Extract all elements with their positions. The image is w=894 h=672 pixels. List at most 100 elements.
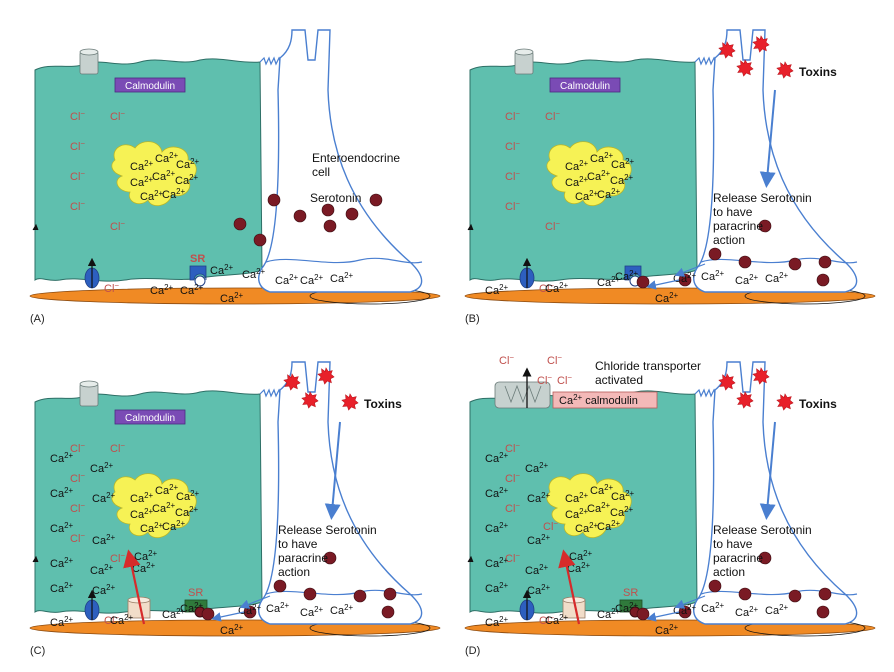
er-calcium-ion: Ca2+ [155,151,178,165]
er-calcium-ion: Ca2+ [597,187,620,201]
serotonin-release-arrow [674,263,706,277]
cytoplasm-chloride-ion: Cl− [70,139,85,153]
release-serotonin-text-line: to have [713,205,753,219]
extracellular-calcium-ion: Ca2+ [266,601,289,615]
serotonin-granule [738,587,752,601]
released-chloride-ion: Cl− [547,353,562,367]
sr-receptor [189,265,207,281]
enteroendocrine-cell-label-line: Enteroendocrine [312,151,400,165]
extracellular-calcium-ion: Ca2+ [50,615,73,629]
extracellular-calcium-ion: Ca2+ [615,269,638,283]
cytoplasm-chloride-ion: Cl− [505,501,520,515]
release-serotonin-text-line: Release Serotonin [278,523,377,537]
cytoplasm-chloride-ion: Cl− [110,109,125,123]
cytoplasm-chloride-ion: Cl− [545,219,560,233]
toxin-signal-arrow [759,89,776,188]
cytosolic-calcium-ion: Ca2+ [527,533,550,547]
release-serotonin-text-line: action [713,233,745,247]
er-calcium-ion: Ca2+ [590,483,613,497]
extracellular-calcium-ion: Ca2+ [765,603,788,617]
enteroendocrine-cell-outline [693,29,858,293]
cell-edge-tuft [467,555,474,563]
endoplasmic-reticulum [546,141,632,207]
er-calcium-ion: Ca2+ [587,501,610,515]
serotonin-granule [267,193,281,207]
chloride-transporter-label-line: Chloride transporter [595,359,701,373]
extracellular-calcium-ion: Ca2+ [545,613,568,627]
serotonin-granule [708,247,722,261]
serotonin-release-arrow [211,611,245,622]
serotonin-granule [321,203,335,217]
chloride-channel-top [79,48,99,56]
extracellular-calcium-ion: Ca2+ [238,603,261,617]
cytoplasm-chloride-ion: Cl− [505,199,520,213]
extracellular-calcium-ion: Ca2+ [735,605,758,619]
cytosolic-calcium-ion: Ca2+ [485,581,508,595]
toxins-label: Toxins [799,65,837,79]
calmodulin-label: Calmodulin [125,413,175,424]
released-chloride-ion: Cl− [557,373,572,387]
release-serotonin-text-line: action [278,565,310,579]
serotonin-granule [738,255,752,269]
release-serotonin-text-line: Release Serotonin [713,523,812,537]
calmodulin-box [549,77,621,93]
extracellular-calcium-ion: Ca2+ [597,275,620,289]
cytoplasm-chloride-ion: Cl− [505,109,520,123]
cell-edge-tuft [467,223,474,231]
sr-label: SR [623,587,638,599]
er-calcium-ion: Ca2+ [565,175,588,189]
cell-edge-tuft [32,555,39,563]
serotonin-granule [323,551,337,565]
panel-label: (B) [465,313,480,325]
extracellular-calcium-ion: Ca2+ [330,603,353,617]
cytosolic-calcium-ion: Ca2+ [485,486,508,500]
serotonin-granule [788,589,802,603]
enteroendocrine-cell-outline [258,361,423,625]
cytoplasm-chloride-ion: Cl− [505,471,520,485]
extracellular-calcium-ion: Ca2+ [275,273,298,287]
cytoplasm-chloride-ion: Cl− [70,441,85,455]
er-calcium-ion: Ca2+ [130,491,153,505]
er-calcium-ion: Ca2+ [611,157,634,171]
release-serotonin-text-line: paracrine [713,551,763,565]
enteroendocrine-cell-label-line: cell [312,165,330,179]
extracellular-calcium-ion: Ca2+ [180,601,203,615]
chloride-channel-top [79,380,99,388]
er-calcium-ion: Ca2+ [575,189,598,203]
extracellular-calcium-ion: Ca2+ [545,281,568,295]
er-calcium-ion: Ca2+ [176,157,199,171]
er-calcium-ion: Ca2+ [590,151,613,165]
serotonin-granule [758,219,772,233]
basement-calcium-ion: Ca2+ [220,291,243,305]
calmodulin-label: Calmodulin [125,81,175,92]
extracellular-calcium-ion: Ca2+ [242,267,265,281]
er-calcium-ion: Ca2+ [130,159,153,173]
serotonin-granule [201,607,215,621]
er-calcium-ion: Ca2+ [610,505,633,519]
basement-calcium-ion: Ca2+ [655,623,678,637]
panel-label: (A) [30,313,45,325]
serotonin-label: Serotonin [310,191,361,205]
chloride-channel-top [514,48,534,56]
toxin-signal-arrow [324,421,341,520]
release-serotonin-text-line: paracrine [278,551,328,565]
toxins-label: Toxins [364,397,402,411]
cytosolic-calcium-ion: Ca2+ [90,563,113,577]
cytoplasm-chloride-ion: Cl− [70,501,85,515]
er-calcium-ion: Ca2+ [155,483,178,497]
cytoplasm-chloride-ion: Cl− [70,169,85,183]
released-chloride-ion: Cl− [499,353,514,367]
serotonin-granule [758,551,772,565]
serotonin-granule [273,579,287,593]
panel-A: CalmodulinCa2+Ca2+Ca2+Ca2+Ca2+Ca2+Ca2+Ca… [29,29,441,325]
extracellular-calcium-ion: Ca2+ [485,283,508,297]
sr-label: SR [190,253,205,265]
er-calcium-ion: Ca2+ [140,521,163,535]
serotonin-release-arrow [646,611,680,622]
extracellular-calcium-ion: Ca2+ [597,607,620,621]
er-calcium-ion: Ca2+ [611,489,634,503]
influx-calcium-ion: Ca2+ [569,549,592,563]
calcium-influx-arrow [558,549,581,625]
